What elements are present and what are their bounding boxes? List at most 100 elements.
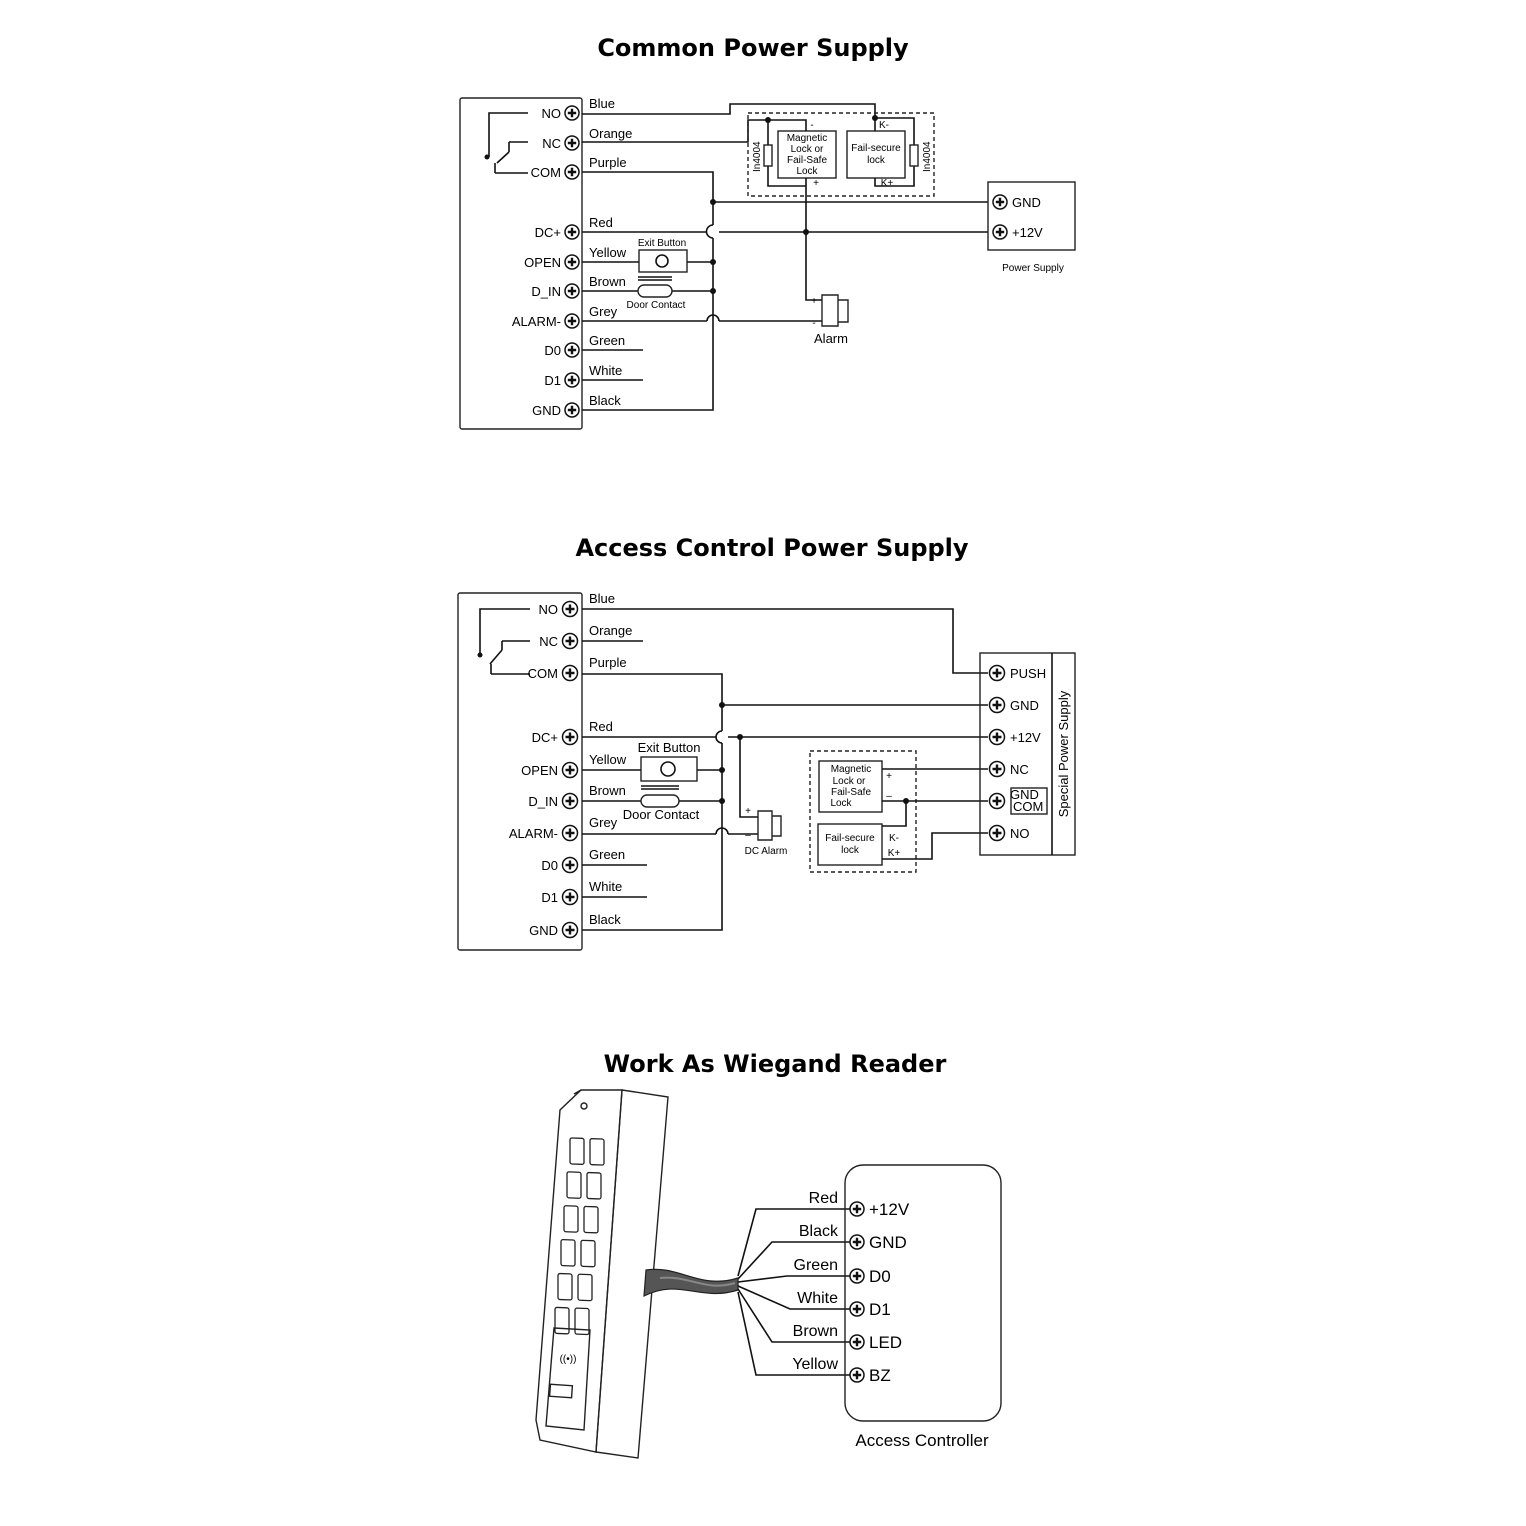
- terminal-label: ALARM-: [509, 826, 558, 841]
- terminal-label: COM: [531, 165, 561, 180]
- keypad-key: [589, 1138, 605, 1166]
- power-supply-box: [987, 181, 1076, 251]
- svg-text:Magnetic: Magnetic: [831, 764, 872, 775]
- diode-2: [909, 144, 919, 167]
- card-reader-device: ((•)): [535, 1089, 669, 1459]
- wire-label: White: [589, 879, 622, 894]
- svg-text:–: –: [886, 791, 892, 802]
- wire-label: Blue: [589, 591, 615, 606]
- terminal-label: NC: [542, 136, 561, 151]
- cable: [643, 1268, 739, 1298]
- terminal-d1: [561, 888, 579, 906]
- special-psu-terminal: [988, 728, 1006, 746]
- terminal-din: [564, 283, 580, 299]
- svg-text:Lock: Lock: [796, 166, 818, 177]
- terminal-dc: [561, 728, 579, 746]
- wire-label: Purple: [589, 655, 627, 670]
- wire-label: Black: [589, 393, 621, 408]
- svg-text:Door Contact: Door Contact: [627, 300, 686, 311]
- terminal-label: GND: [529, 923, 558, 938]
- rfid-icon: ((•)): [560, 1354, 577, 1365]
- svg-text:Lock or: Lock or: [833, 776, 866, 787]
- special-psu-terminal-label: NC: [1010, 762, 1029, 777]
- svg-text:Fail-Safe: Fail-Safe: [831, 787, 871, 798]
- terminal-label: D_IN: [531, 284, 561, 299]
- controller-box: [457, 592, 583, 951]
- terminal-label: NC: [539, 634, 558, 649]
- wire-label: Green: [589, 333, 625, 348]
- terminal-no: [561, 600, 579, 618]
- dc-alarm-icon: [757, 810, 782, 841]
- keypad-key: [583, 1205, 599, 1234]
- wire-label: Grey: [589, 304, 618, 319]
- wire-color-labels: BlueOrangePurpleRedYellowBrownGreyGreenW…: [589, 96, 632, 408]
- wiegand-terminal-label: D0: [869, 1267, 891, 1286]
- wire-label: Green: [589, 847, 625, 862]
- svg-text:+: +: [745, 806, 751, 817]
- svg-text:Fail-secure: Fail-secure: [851, 143, 901, 154]
- locks-group: [747, 112, 935, 197]
- terminal-label: GND: [532, 403, 561, 418]
- wire-label: Orange: [589, 623, 632, 638]
- svg-text:+: +: [886, 771, 892, 782]
- terminal-dc: [564, 224, 580, 240]
- keypad: [554, 1137, 605, 1336]
- psu-terminal-label: +12V: [1012, 225, 1043, 240]
- exit-button: [638, 249, 688, 273]
- controller-box: [459, 97, 583, 430]
- svg-text:Magnetic: Magnetic: [787, 133, 828, 144]
- wiegand-wire-label: White: [797, 1290, 838, 1307]
- terminal-no: [564, 105, 580, 121]
- special-psu-terminal: [988, 664, 1006, 682]
- rfid-area: [545, 1327, 591, 1431]
- special-psu-terminal-label: GND: [1010, 787, 1039, 802]
- terminal-label: COM: [528, 666, 558, 681]
- special-psu-terminal: [988, 824, 1006, 842]
- special-psu-terminal-label: PUSH: [1010, 666, 1046, 681]
- terminal-d0: [561, 856, 579, 874]
- terminal-label: OPEN: [524, 255, 561, 270]
- terminal-d0: [564, 342, 580, 358]
- svg-text:Fail-Safe: Fail-Safe: [787, 155, 827, 166]
- terminal-gnd: [564, 402, 580, 418]
- purple-wire: [582, 673, 723, 931]
- keypad-key: [563, 1205, 579, 1233]
- psu-terminal-label: GND: [1012, 195, 1041, 210]
- gnd-com-box: [1010, 787, 1048, 815]
- keypad-key: [554, 1306, 570, 1335]
- terminal-alarm: [561, 824, 579, 842]
- wiegand-wire-label: Red: [809, 1190, 838, 1207]
- wiegand-terminal-label: +12V: [869, 1200, 910, 1219]
- special-psu-terminal-label: +12V: [1010, 730, 1041, 745]
- wiegand-terminal-label: BZ: [869, 1366, 891, 1385]
- terminal-label: D1: [541, 890, 558, 905]
- wire-label: Red: [589, 719, 613, 734]
- svg-text:In4004: In4004: [752, 141, 763, 172]
- svg-text:In4004: In4004: [922, 141, 933, 172]
- terminal-din: [561, 792, 579, 810]
- wiegand-wire-label: Green: [794, 1257, 838, 1274]
- svg-text:DC Alarm: DC Alarm: [745, 846, 788, 857]
- terminal-label: ALARM-: [512, 314, 561, 329]
- power-supply-label: Power Supply: [1002, 263, 1064, 274]
- special-psu-terminal: [988, 760, 1006, 778]
- access-power-title: Access Control Power Supply: [575, 534, 968, 562]
- special-psu-terminal: [988, 792, 1006, 810]
- wire-color-labels: BlueOrangePurpleRedYellowBrownGreyGreenW…: [589, 591, 632, 927]
- keypad-key: [569, 1137, 585, 1165]
- terminal-alarm: [564, 313, 580, 329]
- wiegand-terminal: [849, 1234, 865, 1250]
- wire-label: Orange: [589, 126, 632, 141]
- wiegand-terminal: [849, 1367, 865, 1383]
- terminal-d1: [564, 372, 580, 388]
- wire-label: White: [589, 363, 622, 378]
- terminal-label: NO: [542, 106, 562, 121]
- terminal-nc: [564, 135, 580, 151]
